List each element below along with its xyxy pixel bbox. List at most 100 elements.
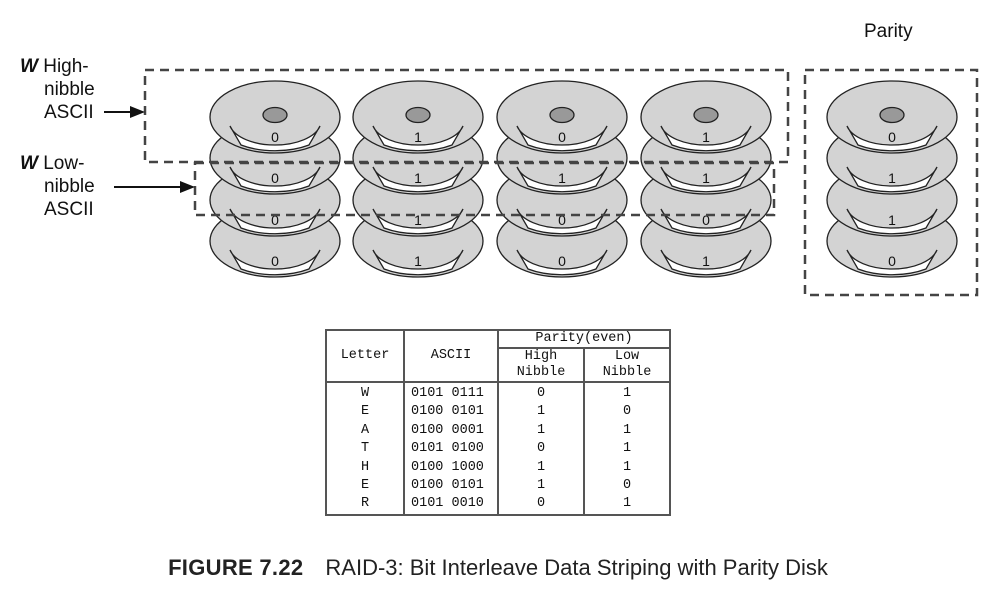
bit-label: 0 xyxy=(558,253,566,269)
disk-3-stack: 0 0 1 0 xyxy=(496,80,628,278)
label-band xyxy=(229,208,321,235)
label-band xyxy=(516,249,608,276)
cell-low-parity: 1 xyxy=(583,495,671,515)
cell-letter: H xyxy=(325,458,405,478)
spindle-hub xyxy=(405,106,431,124)
bit-label: 0 xyxy=(271,170,279,186)
high-nibble-w: W xyxy=(20,56,38,77)
label-band xyxy=(372,208,464,235)
bit-label: 1 xyxy=(414,129,422,145)
spindle-hub xyxy=(549,106,575,124)
bit-label: 1 xyxy=(888,170,896,186)
high-nibble-arrow-head xyxy=(130,106,145,118)
bit-label: 1 xyxy=(414,212,422,228)
cell-high-parity: 0 xyxy=(497,495,585,515)
bit-label: 0 xyxy=(271,253,279,269)
spindle-hub xyxy=(879,106,905,124)
figure-title: RAID-3: Bit Interleave Data Striping wit… xyxy=(325,555,828,580)
bit-label: 1 xyxy=(414,253,422,269)
cell-letter: R xyxy=(325,495,405,515)
bit-label: 0 xyxy=(888,253,896,269)
label-band xyxy=(372,249,464,276)
high-nibble-line-2: nibble xyxy=(44,79,95,100)
bit-label: 1 xyxy=(888,212,896,228)
cell-high-parity: 0 xyxy=(497,440,585,459)
bit-label: 0 xyxy=(558,129,566,145)
header-high-line-2: Nibble xyxy=(516,365,566,380)
bit-label: 0 xyxy=(271,212,279,228)
header-ascii: ASCII xyxy=(403,329,499,383)
bit-label: 1 xyxy=(558,170,566,186)
label-band xyxy=(229,125,321,152)
header-high-line-1: High xyxy=(524,349,558,364)
disk-platter: 1 xyxy=(640,80,772,154)
disk-1-stack: 0 0 0 0 xyxy=(209,80,341,278)
bit-label: 0 xyxy=(271,129,279,145)
bit-label: 0 xyxy=(702,212,710,228)
low-nibble-box xyxy=(193,161,776,217)
low-nibble-w: W xyxy=(20,153,38,174)
parity-disk-stack: 0 1 1 0 xyxy=(826,80,958,278)
bit-label: 1 xyxy=(414,170,422,186)
label-band xyxy=(372,166,464,193)
disk-2-stack: 1 1 1 1 xyxy=(352,80,484,278)
low-nibble-arrow-head xyxy=(180,181,195,193)
selection-boxes xyxy=(143,68,979,297)
header-low-line-1: Low xyxy=(614,349,640,364)
header-low-line-2: Nibble xyxy=(602,365,652,380)
label-band xyxy=(660,166,752,193)
cell-letter: E xyxy=(325,403,405,422)
cell-ascii: 0101 0111 xyxy=(403,382,499,404)
arrows xyxy=(104,106,195,193)
spindle-hub xyxy=(693,106,719,124)
label-band xyxy=(229,249,321,276)
cell-letter: E xyxy=(325,477,405,496)
figure-caption: FIGURE 7.22 RAID-3: Bit Interleave Data S… xyxy=(0,555,996,581)
figure-number: FIGURE 7.22 xyxy=(168,555,304,580)
parity-title: Parity xyxy=(864,21,913,42)
label-band xyxy=(516,166,608,193)
low-nibble-label: W Low- nibble ASCII xyxy=(20,152,95,221)
low-nibble-line-2: nibble xyxy=(44,176,95,197)
bit-label: 0 xyxy=(888,129,896,145)
bit-label: 1 xyxy=(702,253,710,269)
cell-ascii: 0101 0010 xyxy=(403,495,499,515)
cell-ascii: 0100 0101 xyxy=(403,477,499,496)
cell-letter: A xyxy=(325,421,405,441)
cell-ascii: 0100 0001 xyxy=(403,421,499,441)
cell-letter: W xyxy=(325,382,405,404)
disk-platter: 0 xyxy=(209,80,341,154)
cell-low-parity: 1 xyxy=(583,421,671,441)
cell-high-parity: 1 xyxy=(497,477,585,496)
cell-ascii: 0101 0100 xyxy=(403,440,499,459)
header-letter: Letter xyxy=(325,329,405,383)
cell-high-parity: 1 xyxy=(497,403,585,422)
cell-ascii: 0100 0101 xyxy=(403,403,499,422)
disk-platter: 1 xyxy=(352,80,484,154)
cell-low-parity: 1 xyxy=(583,458,671,478)
label-band xyxy=(229,166,321,193)
parity-table: Letter ASCII Parity(even) High Nibble Lo… xyxy=(325,329,671,516)
bit-label: 0 xyxy=(558,212,566,228)
cell-low-parity: 0 xyxy=(583,403,671,422)
bit-label: 1 xyxy=(702,129,710,145)
disk-platter: 0 xyxy=(826,80,958,154)
label-band xyxy=(660,249,752,276)
label-band xyxy=(846,208,938,235)
label-band xyxy=(846,125,938,152)
cell-low-parity: 1 xyxy=(583,440,671,459)
cell-letter: T xyxy=(325,440,405,459)
low-nibble-line-3: ASCII xyxy=(44,199,94,220)
label-band xyxy=(372,125,464,152)
high-nibble-line-3: ASCII xyxy=(44,102,94,123)
spindle-hub xyxy=(262,106,288,124)
